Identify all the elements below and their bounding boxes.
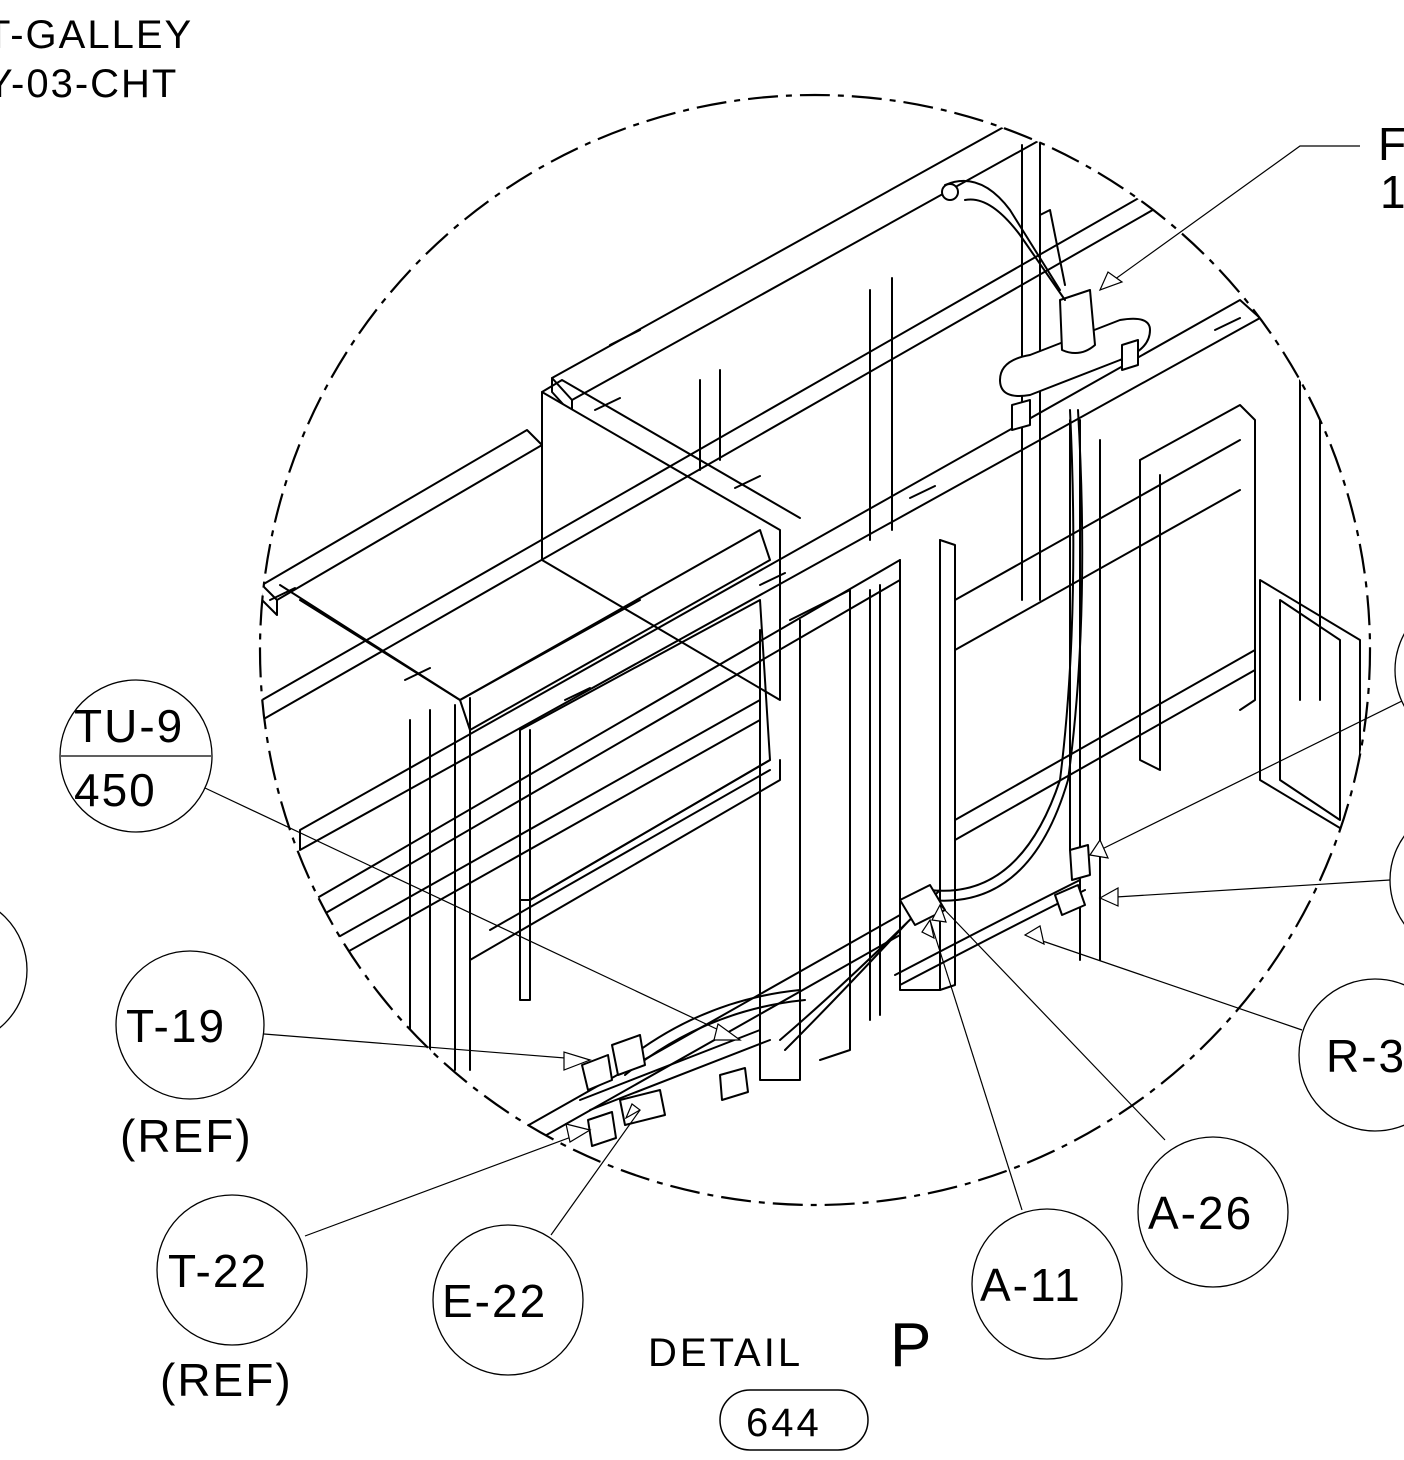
callout-t19-note: (REF) — [120, 1110, 253, 1162]
callout-a26: A-26 — [1137, 1136, 1289, 1288]
callout-r3: R-3 — [1298, 978, 1404, 1132]
callout-e22-label: E-22 — [442, 1275, 547, 1327]
callout-tu9-sub: 450 — [74, 764, 157, 816]
callout-f1-sub: 1 — [1380, 166, 1404, 218]
callout-f1: F 1 — [1378, 118, 1404, 218]
callout-f1-label: F — [1378, 118, 1404, 170]
partial-bubble-right-mid — [1389, 835, 1404, 925]
drawing-title-line1: T-GALLEY — [0, 13, 193, 57]
callout-e22: E-22 — [432, 1224, 584, 1376]
callout-tu9-label: TU-9 — [74, 700, 184, 752]
callout-a11: A-11 — [971, 1208, 1123, 1360]
detail-boundary-circle — [258, 93, 1372, 1207]
callout-t19: T-19 (REF) — [115, 950, 265, 1162]
drawing-title-line2: Y-03-CHT — [0, 62, 178, 106]
callout-t19-label: T-19 — [126, 1000, 226, 1052]
galley-frame-artwork — [261, 117, 1361, 1151]
detail-number: 644 — [746, 1401, 822, 1445]
callout-a11-label: A-11 — [980, 1259, 1082, 1311]
leader-lines — [204, 145, 1404, 1237]
callout-t22-label: T-22 — [168, 1245, 268, 1297]
callout-tu9: TU-9 450 — [59, 679, 213, 833]
detail-letter: P — [890, 1311, 931, 1380]
detail-label: DETAIL P 644 — [648, 1311, 931, 1451]
callout-r3-label: R-3 — [1326, 1030, 1404, 1082]
callout-t22: T-22 (REF) — [156, 1194, 308, 1406]
detail-word: DETAIL — [648, 1331, 803, 1375]
detail-number-badge — [719, 1389, 869, 1451]
partial-bubble-right-upper — [1394, 633, 1404, 707]
callout-t22-note: (REF) — [160, 1354, 293, 1406]
partial-bubble-left — [0, 911, 28, 1029]
callout-a26-label: A-26 — [1148, 1187, 1253, 1239]
